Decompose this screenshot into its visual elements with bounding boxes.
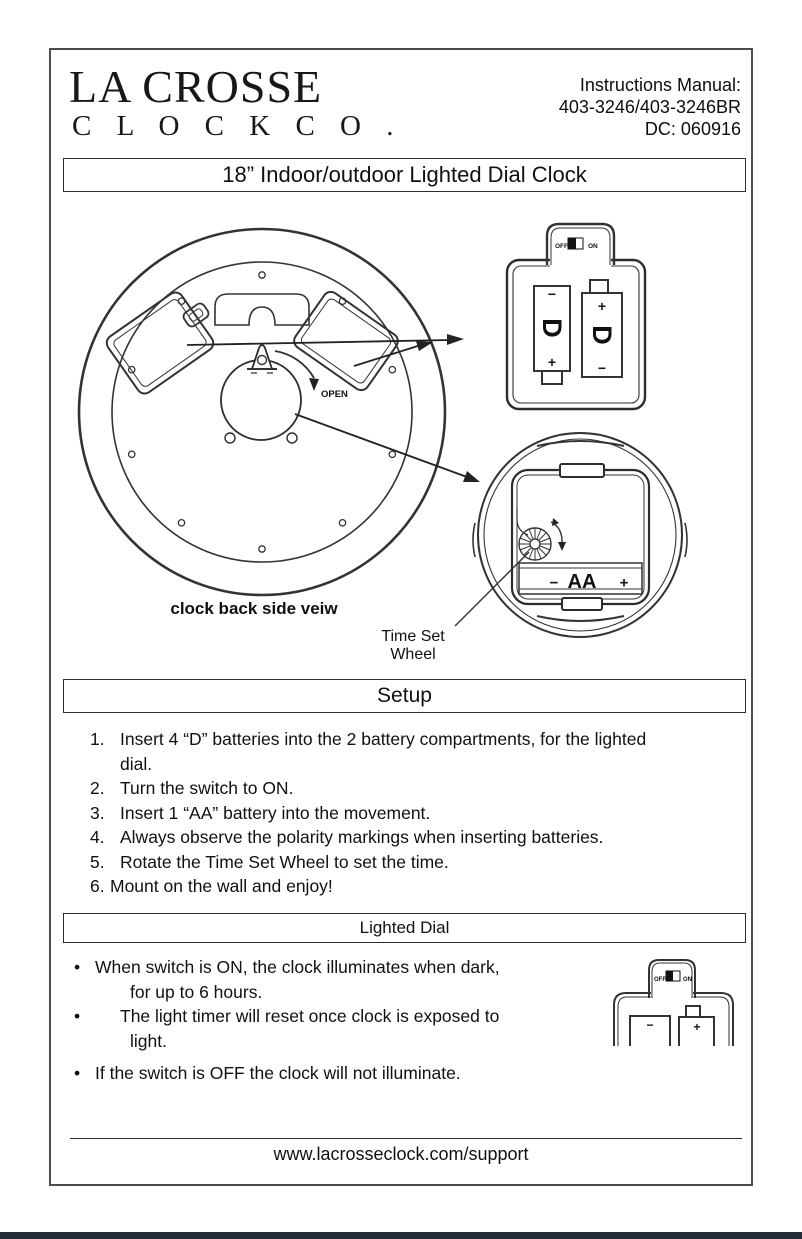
lighted-dial-title: Lighted Dial [63,913,746,943]
clock-back-view: OPEN clock back side veiw [77,227,447,618]
svg-text:−: − [646,1018,653,1032]
support-url: www.lacrosseclock.com/support [273,1144,529,1164]
power-switch: OFF ON [654,970,692,983]
svg-text:AA: AA [568,571,597,593]
svg-text:OFF: OFF [555,243,568,250]
mini-battery-diagram: OFF ON − + [613,959,734,1046]
battery-connector [182,302,210,328]
svg-text:−: − [550,575,559,592]
setup-steps: 1. Insert 4 “D” batteries into the 2 bat… [63,727,746,899]
battery-pack-right [293,290,399,392]
manual-page: LA CROSSE C L O C K C O . Instructions M… [49,48,753,1186]
pointer-arrows [186,334,480,482]
svg-text:+: + [598,298,606,314]
date-code: DC: 060916 [644,119,741,139]
time-set-label-line2: Wheel [390,646,435,663]
svg-text:ON: ON [588,243,598,250]
svg-text:OFF: OFF [654,977,666,983]
product-title: 18” Indoor/outdoor Lighted Dial Clock [63,158,746,192]
hanging-bracket [247,344,277,374]
bullet-icon: • [74,1063,81,1083]
svg-text:+: + [693,1020,700,1034]
brand-logo: LA CROSSE C L O C K C O . [69,64,403,141]
open-arc [274,350,315,379]
clock-back-caption: clock back side veiw [170,599,338,618]
manual-info: Instructions Manual: 403-3246/403-3246BR… [559,74,741,140]
lighted-dial-notes: • When switch is ON, the clock illuminat… [63,955,623,1086]
svg-text:+: + [620,575,629,592]
bullet-icon: • [74,1006,81,1026]
hanger-recess [214,293,310,326]
svg-text:−: − [598,360,606,376]
setup-step: 2. Turn the switch to ON. [90,778,294,798]
brand-name: LA CROSSE [69,61,323,112]
svg-text:D: D [537,318,567,338]
power-switch: OFF ON [555,237,598,250]
setup-step: 5. Rotate the Time Set Wheel to set the … [90,851,449,872]
svg-text:+: + [548,354,556,370]
svg-text:ON: ON [683,977,692,983]
footer-divider [70,1138,742,1139]
d-cell-right: + D − [581,279,623,378]
setup-step: 3. Insert 1 “AA” battery into the moveme… [90,802,431,823]
svg-text:D: D [587,325,617,345]
d-cell-left: − D + [533,285,571,385]
setup-step: 4. Always observe the polarity markings … [90,827,604,847]
aa-movement: − AA + [454,432,688,638]
setup-step: 6. Mount on the wall and enjoy! [90,876,333,896]
note-item: • When switch is ON, the clock illuminat… [63,955,623,1004]
time-set-wheel [516,507,566,561]
note-item: • The light timer will reset once clock … [63,1004,623,1053]
viewer-bottom-edge [0,1232,802,1239]
open-label: OPEN [321,389,348,400]
setup-step: 1. Insert 4 “D” batteries into the 2 bat… [90,729,647,774]
time-set-label-line1: Time Set [381,628,445,645]
clock-diagram: OPEN clock back side veiw OFF ON [77,222,688,663]
manual-label: Instructions Manual: [579,75,741,95]
setup-title: Setup [63,679,746,713]
aa-battery-slot: − AA + [518,562,643,595]
note-item: • If the switch is OFF the clock will no… [63,1061,623,1086]
model-numbers: 403-3246/403-3246BR [558,97,741,117]
bullet-icon: • [74,957,81,977]
movement-cover [220,359,302,441]
svg-text:−: − [548,286,556,302]
d-battery-compartment: OFF ON − D + + D − [505,222,647,411]
battery-pack-left [105,291,215,395]
brand-subname: C L O C K C O . [72,110,403,142]
